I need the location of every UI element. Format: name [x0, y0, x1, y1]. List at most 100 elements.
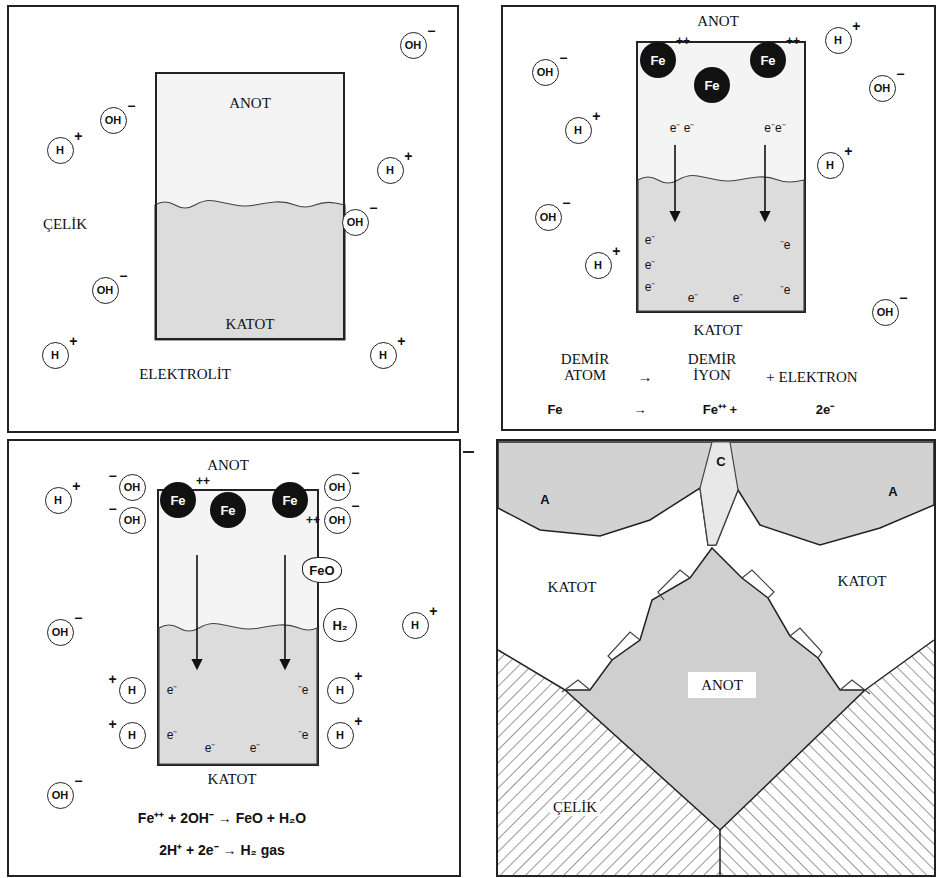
ion-name: H	[54, 495, 62, 506]
ion-name: OH	[537, 67, 554, 78]
ion-circle: H+	[45, 487, 72, 514]
ion-circle: H+	[327, 722, 354, 749]
ion-name: H	[411, 620, 419, 631]
ion-name: H	[594, 260, 602, 271]
charge-sign: +	[592, 109, 600, 123]
charge-sign: −	[74, 611, 82, 625]
charge-sign: ++	[196, 475, 210, 487]
ion-circle: OH−	[872, 299, 899, 326]
charge-sign: −	[109, 502, 117, 516]
charge-sign: +	[354, 714, 362, 728]
electron-label: ⁻e	[298, 684, 309, 697]
ion-circle: H+	[47, 137, 74, 164]
text-label: KATOT	[838, 574, 887, 590]
text-label: ÇELİK	[550, 800, 600, 816]
charge-sign: −	[427, 24, 435, 38]
charge-sign: +	[429, 604, 437, 618]
ion-name: Fe	[704, 79, 719, 92]
charge-sign: +	[74, 129, 82, 143]
charge-sign: −	[899, 291, 907, 305]
ion-name: OH	[97, 285, 114, 296]
text-label: KATOT	[208, 772, 257, 788]
electron-label: e⁻	[645, 259, 656, 272]
charge-sign: −	[896, 67, 904, 81]
charge-sign: +	[109, 717, 117, 731]
ion-name: OH	[540, 212, 557, 223]
electron-label: e⁻e⁻	[764, 122, 785, 135]
text-label: →	[634, 403, 647, 417]
iron-ion-circle: Fe	[694, 67, 730, 103]
ion-circle: OH−	[47, 619, 74, 646]
charge-sign: +	[69, 334, 77, 348]
reaction-equation: Fe⁺⁺ + 2OH⁻ → FeO + H₂O	[138, 811, 306, 826]
ion-circle: H+	[327, 677, 354, 704]
ion-circle: OH−	[869, 75, 896, 102]
ion-name: H	[336, 730, 344, 741]
ion-name: H	[51, 350, 59, 361]
charge-sign: ++	[306, 514, 320, 526]
electron-label: ⁻e	[780, 284, 791, 297]
panel-frame	[502, 6, 935, 430]
panel-frame	[497, 440, 935, 876]
text-label: →	[638, 370, 653, 386]
ion-name: OH	[52, 627, 69, 638]
ion-name: H	[826, 160, 834, 171]
charge-sign: +	[852, 19, 860, 33]
text-label: KATOT	[694, 323, 743, 339]
charge-sign: ++	[786, 35, 800, 47]
region-label: ANOT	[701, 678, 743, 693]
ion-name: OH	[124, 482, 141, 493]
anode-label-box: ANOT	[688, 672, 756, 698]
ion-name: Fe	[650, 54, 665, 67]
text-label: 2e⁻	[816, 403, 834, 417]
ion-name: H	[379, 350, 387, 361]
steel-bar: ANOTKATOT	[155, 72, 345, 340]
ion-circle: OH−	[532, 59, 559, 86]
region-label: KATOT	[226, 317, 275, 332]
iron-ion-circle: Fe++	[750, 42, 786, 78]
ion-name: OH	[329, 515, 346, 526]
gas-bubble: H₂	[323, 608, 357, 642]
charge-sign: −	[119, 269, 127, 283]
ion-circle: H+	[119, 722, 146, 749]
ion-circle: H+	[585, 252, 612, 279]
ion-circle: OH−	[100, 107, 127, 134]
electron-label: e⁻	[167, 729, 178, 742]
electron-label: e⁻	[688, 292, 699, 305]
electron-label: e⁻	[645, 281, 656, 294]
text-label: ÇELİK	[43, 217, 87, 233]
ion-name: Fe	[220, 504, 235, 517]
ion-name: FeO	[309, 564, 334, 577]
charge-sign: ++	[676, 35, 690, 47]
ion-name: H	[574, 125, 582, 136]
panel-frame	[8, 440, 460, 876]
ion-circle: H+	[817, 152, 844, 179]
ion-circle: OH−	[342, 209, 369, 236]
text-label: DEMİR ATOM	[550, 352, 620, 384]
charge-sign: −	[369, 201, 377, 215]
ion-name: OH	[405, 40, 422, 51]
text-label: C	[716, 455, 725, 469]
ion-circle: OH−	[535, 204, 562, 231]
charge-sign: +	[404, 149, 412, 163]
charge-sign: −	[351, 499, 359, 513]
text-label: Fe⁺⁺ +	[703, 403, 737, 417]
electron-label: e⁻	[205, 742, 216, 755]
iron-ion-circle: Fe++	[160, 482, 196, 518]
panel-frame	[8, 6, 458, 432]
text-label: Fe	[547, 403, 562, 417]
ion-circle: H+	[402, 612, 429, 639]
charge-sign: +	[844, 144, 852, 158]
ion-circle: OH−	[324, 507, 351, 534]
ion-circle: OH−	[119, 474, 146, 501]
charge-sign: −	[562, 196, 570, 210]
iron-ion-circle: Fe++	[272, 482, 308, 518]
charge-sign: +	[612, 244, 620, 258]
charge-sign: −	[109, 469, 117, 483]
electron-label: ⁻e	[298, 729, 309, 742]
charge-sign: −	[74, 774, 82, 788]
electron-label: e⁻	[645, 234, 656, 247]
ion-name: Fe	[760, 54, 775, 67]
ion-circle: H+	[370, 342, 397, 369]
